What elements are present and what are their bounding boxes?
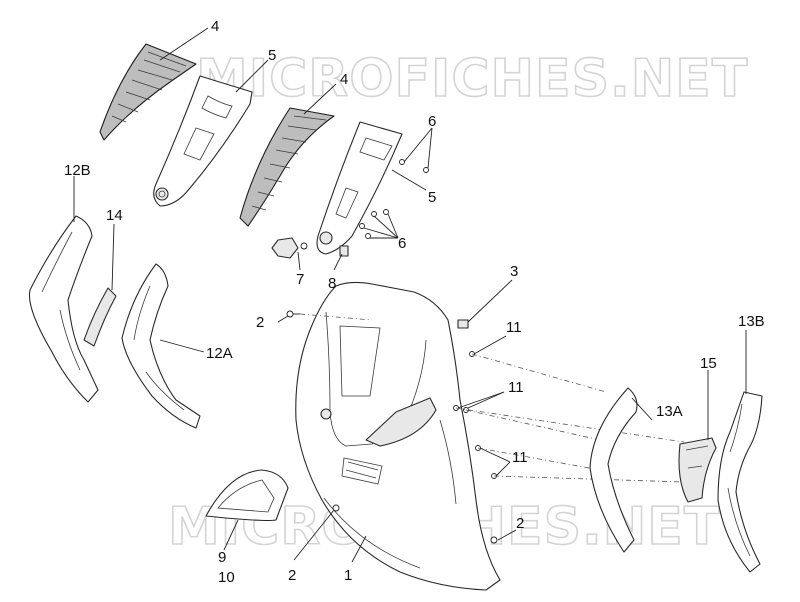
callout-2-lower: 2 (288, 567, 296, 584)
part-14-bracket (83, 287, 117, 347)
part-2-screw-lower-right (490, 536, 498, 544)
callout-6-lower: 6 (398, 235, 406, 252)
part-2-screw-upper (286, 310, 300, 318)
part-2-screw-lower-left (332, 504, 340, 512)
callout-11-mid: 11 (508, 379, 524, 396)
callout-10: 10 (218, 569, 235, 586)
callout-1: 1 (344, 567, 352, 584)
watermark-top: MICROFICHES.NET (196, 49, 748, 109)
part-12b-side-cover (28, 215, 99, 403)
callout-9: 9 (218, 549, 226, 566)
callout-4-mid: 4 (340, 71, 348, 88)
part-4-grille-left (99, 43, 197, 141)
part-15-emblem (678, 437, 717, 503)
callout-11-low: 11 (512, 449, 528, 466)
callout-15: 15 (700, 355, 717, 372)
callout-11-top: 11 (506, 319, 522, 336)
part-7-nut (271, 237, 308, 259)
assembly-lines (299, 313, 685, 483)
callout-7: 7 (296, 271, 304, 288)
part-1-front-shield (295, 281, 501, 591)
callout-13b: 13B (738, 313, 765, 330)
callout-5-top: 5 (268, 47, 276, 64)
callout-3: 3 (510, 263, 518, 280)
part-13b-right-trim (717, 391, 763, 573)
callout-8: 8 (328, 275, 336, 292)
callout-2-right: 2 (516, 515, 524, 532)
part-4-grille-right (239, 107, 335, 227)
part-5-inner-panel-right (316, 121, 403, 255)
part-8-clip (339, 245, 349, 257)
part-5-inner-panel-left (153, 75, 253, 207)
callout-14: 14 (106, 207, 123, 224)
callout-2-upper: 2 (256, 314, 264, 331)
callout-12b: 12B (64, 162, 91, 179)
callout-6-top: 6 (428, 113, 436, 130)
callout-5-right: 5 (428, 189, 436, 206)
callout-12a: 12A (206, 345, 233, 362)
part-9-10-panel (205, 469, 289, 522)
callout-13a: 13A (656, 403, 683, 420)
part-3-bracket (457, 319, 469, 329)
callout-4-top: 4 (211, 18, 219, 35)
part-13a-center-trim (589, 387, 638, 553)
leader-lines (73, 27, 747, 563)
callout-labels: 4 5 4 6 5 6 7 8 3 2 11 11 11 12B 14 12A … (64, 18, 765, 586)
part-12a-side-trim (121, 263, 201, 429)
